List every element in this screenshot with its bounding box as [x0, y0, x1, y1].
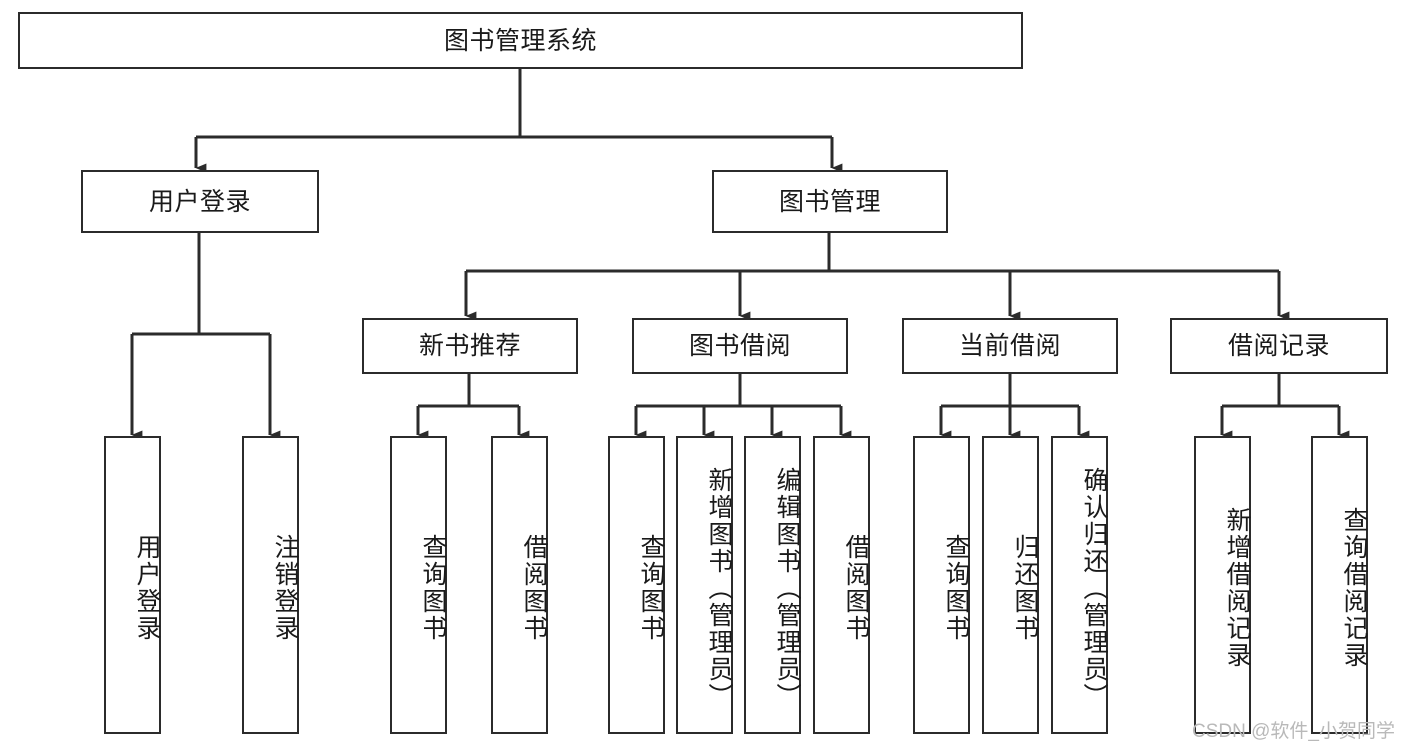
leaf-new-book-query[interactable]: 查询图书: [390, 436, 447, 734]
leaf-label: 用户登录: [133, 534, 161, 642]
node-current-borrow[interactable]: 当前借阅: [902, 318, 1118, 374]
leaf-label: 借阅图书: [842, 534, 870, 642]
leaf-label: 新增图书（管理员）: [705, 466, 733, 710]
leaf-new-book-borrow[interactable]: 借阅图书: [491, 436, 548, 734]
node-new-book-recommend[interactable]: 新书推荐: [362, 318, 578, 374]
leaf-record-add-record[interactable]: 新增借阅记录: [1194, 436, 1251, 734]
csdn-watermark: CSDN @软件_小贺同学: [1192, 721, 1395, 742]
leaf-label: 借阅图书: [520, 534, 548, 642]
leaf-label: 注销登录: [271, 534, 299, 642]
node-user-login[interactable]: 用户登录: [81, 170, 319, 233]
leaf-current-query-book[interactable]: 查询图书: [913, 436, 970, 734]
leaf-label: 查询图书: [419, 534, 447, 642]
node-user-login-label: 用户登录: [148, 187, 251, 216]
node-book-borrow-label: 图书借阅: [688, 332, 791, 360]
node-root-system[interactable]: 图书管理系统: [18, 12, 1023, 69]
node-borrow-record-label: 借阅记录: [1227, 332, 1330, 360]
leaf-label: 编辑图书（管理员）: [773, 466, 801, 710]
node-book-borrow[interactable]: 图书借阅: [632, 318, 848, 374]
leaf-current-confirm-return-admin[interactable]: 确认归还（管理员）: [1051, 436, 1108, 734]
leaf-label: 确认归还（管理员）: [1080, 466, 1108, 710]
node-borrow-record[interactable]: 借阅记录: [1170, 318, 1388, 374]
leaf-borrow-add-book-admin[interactable]: 新增图书（管理员）: [676, 436, 733, 734]
node-book-manage[interactable]: 图书管理: [712, 170, 948, 233]
leaf-borrow-edit-book-admin[interactable]: 编辑图书（管理员）: [744, 436, 801, 734]
leaf-current-return-book[interactable]: 归还图书: [982, 436, 1039, 734]
leaf-borrow-query-book[interactable]: 查询图书: [608, 436, 665, 734]
node-new-book-recommend-label: 新书推荐: [418, 332, 521, 360]
leaf-label: 查询借阅记录: [1340, 507, 1368, 669]
leaf-user-login-logout[interactable]: 注销登录: [242, 436, 299, 734]
leaf-record-query-record[interactable]: 查询借阅记录: [1311, 436, 1368, 734]
leaf-label: 归还图书: [1011, 534, 1039, 642]
node-current-borrow-label: 当前借阅: [958, 332, 1061, 360]
leaf-borrow-borrow-book[interactable]: 借阅图书: [813, 436, 870, 734]
leaf-label: 查询图书: [942, 534, 970, 642]
leaf-user-login-login[interactable]: 用户登录: [104, 436, 161, 734]
leaf-label: 新增借阅记录: [1223, 507, 1251, 669]
leaf-label: 查询图书: [637, 534, 665, 642]
node-root-label: 图书管理系统: [443, 26, 597, 55]
node-book-manage-label: 图书管理: [778, 187, 881, 216]
